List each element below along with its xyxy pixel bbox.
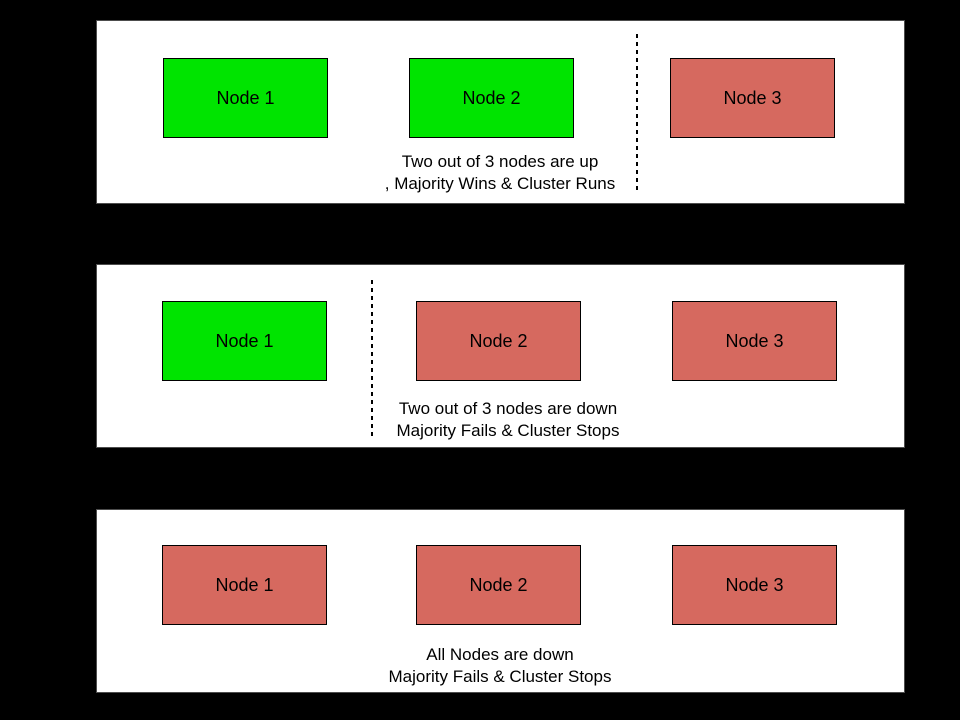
node-label: Node 3 bbox=[725, 330, 784, 351]
caption-line-2: Majority Fails & Cluster Stops bbox=[396, 421, 620, 440]
node-label: Node 1 bbox=[215, 574, 274, 595]
node-label: Node 1 bbox=[215, 330, 274, 351]
node-box: Node 1 bbox=[162, 301, 327, 381]
node-label: Node 2 bbox=[462, 87, 521, 108]
node-box: Node 3 bbox=[672, 301, 837, 381]
panel-majority-up: Node 1 Node 2 Node 3 Two out of 3 nodes … bbox=[96, 20, 905, 204]
node-box: Node 2 bbox=[416, 301, 581, 381]
caption-line-1: Two out of 3 nodes are down bbox=[398, 399, 618, 418]
node-label: Node 2 bbox=[469, 574, 528, 595]
panel-all-down: Node 1 Node 2 Node 3 All Nodes are down … bbox=[96, 509, 905, 693]
node-box: Node 3 bbox=[670, 58, 835, 138]
caption-line-2: , Majority Wins & Cluster Runs bbox=[384, 174, 616, 193]
node-box: Node 2 bbox=[416, 545, 581, 625]
caption-line-1: Two out of 3 nodes are up bbox=[401, 152, 599, 171]
node-label: Node 3 bbox=[725, 574, 784, 595]
node-box: Node 1 bbox=[162, 545, 327, 625]
node-label: Node 3 bbox=[723, 87, 782, 108]
node-label: Node 2 bbox=[469, 330, 528, 351]
panel-caption: Two out of 3 nodes are down Majority Fai… bbox=[358, 398, 658, 442]
network-partition-dashed-line bbox=[636, 34, 638, 193]
caption-line-2: Majority Fails & Cluster Stops bbox=[388, 667, 612, 686]
node-label: Node 1 bbox=[216, 87, 275, 108]
node-box: Node 2 bbox=[409, 58, 574, 138]
network-partition-dashed-line bbox=[371, 280, 373, 437]
caption-line-1: All Nodes are down bbox=[426, 645, 574, 664]
panel-caption: All Nodes are down Majority Fails & Clus… bbox=[350, 644, 650, 688]
node-box: Node 3 bbox=[672, 545, 837, 625]
node-box: Node 1 bbox=[163, 58, 328, 138]
panel-caption: Two out of 3 nodes are up , Majority Win… bbox=[350, 151, 650, 195]
panel-majority-down: Node 1 Node 2 Node 3 Two out of 3 nodes … bbox=[96, 264, 905, 448]
